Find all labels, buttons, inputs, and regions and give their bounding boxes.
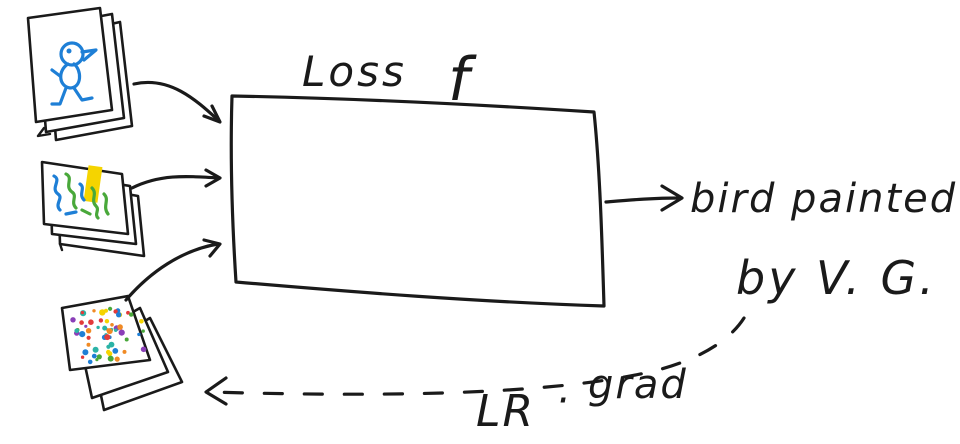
- color-dot: [107, 351, 113, 357]
- color-dot: [85, 328, 92, 334]
- color-dot: [126, 310, 130, 315]
- generated-image-stack: [60, 294, 184, 412]
- color-dots-icon: [70, 306, 147, 365]
- color-dot: [74, 328, 79, 334]
- color-dot: [104, 334, 111, 341]
- color-dot: [124, 337, 129, 342]
- color-dot: [108, 341, 115, 348]
- color-dot: [92, 309, 96, 313]
- arrow-generated-to-loss: [124, 242, 220, 302]
- output-label-line2: by V. G.: [736, 251, 937, 305]
- update-label-dot: ·: [556, 378, 571, 424]
- color-dot: [82, 349, 89, 356]
- style-image-stack: [40, 160, 146, 258]
- loss-box: [229, 94, 606, 308]
- output-arrow: [604, 184, 684, 212]
- output-label-line1: bird painted: [690, 176, 957, 222]
- input-arrows: [124, 80, 222, 302]
- color-dot: [137, 332, 141, 337]
- color-dot: [88, 319, 94, 326]
- color-dot: [106, 328, 113, 335]
- arrow-style-to-loss: [130, 175, 220, 190]
- color-dot: [141, 329, 145, 333]
- loss-label: Loss: [302, 47, 407, 96]
- color-dot: [79, 331, 86, 338]
- color-dot: [140, 346, 147, 353]
- color-dot: [112, 348, 119, 354]
- color-dot: [117, 324, 123, 330]
- color-dot: [122, 349, 127, 354]
- color-dot: [96, 354, 102, 360]
- color-dot: [96, 325, 100, 330]
- color-dot: [99, 309, 106, 316]
- color-dot: [114, 328, 118, 332]
- color-dot: [86, 342, 91, 347]
- color-dot: [107, 355, 114, 362]
- color-dot: [79, 320, 84, 325]
- arrow-bird-to-loss: [132, 80, 220, 122]
- color-dot: [92, 346, 99, 353]
- color-dot: [70, 317, 76, 323]
- color-dot: [104, 319, 110, 324]
- color-dot: [80, 355, 85, 359]
- color-dot: [113, 309, 118, 314]
- color-dot: [91, 353, 97, 359]
- color-dot: [87, 359, 93, 365]
- color-dot: [129, 312, 134, 317]
- color-dot: [116, 312, 122, 318]
- color-dot: [80, 310, 85, 315]
- color-dot: [84, 324, 88, 328]
- brush-strokes-icon: [52, 165, 110, 220]
- color-dot: [114, 356, 120, 362]
- bird-image-stack: [26, 6, 134, 142]
- gradient-feedback-arrow: [204, 316, 746, 406]
- update-label-grad: grad: [588, 362, 688, 408]
- color-dot: [102, 325, 108, 331]
- bird-sketch-icon: [50, 41, 98, 106]
- color-dot: [110, 323, 114, 327]
- color-dot: [139, 319, 144, 324]
- color-dot: [98, 318, 104, 323]
- color-dot: [86, 335, 91, 340]
- color-dot: [108, 306, 113, 311]
- color-dot: [118, 329, 125, 336]
- update-label-lr: LR: [476, 386, 535, 437]
